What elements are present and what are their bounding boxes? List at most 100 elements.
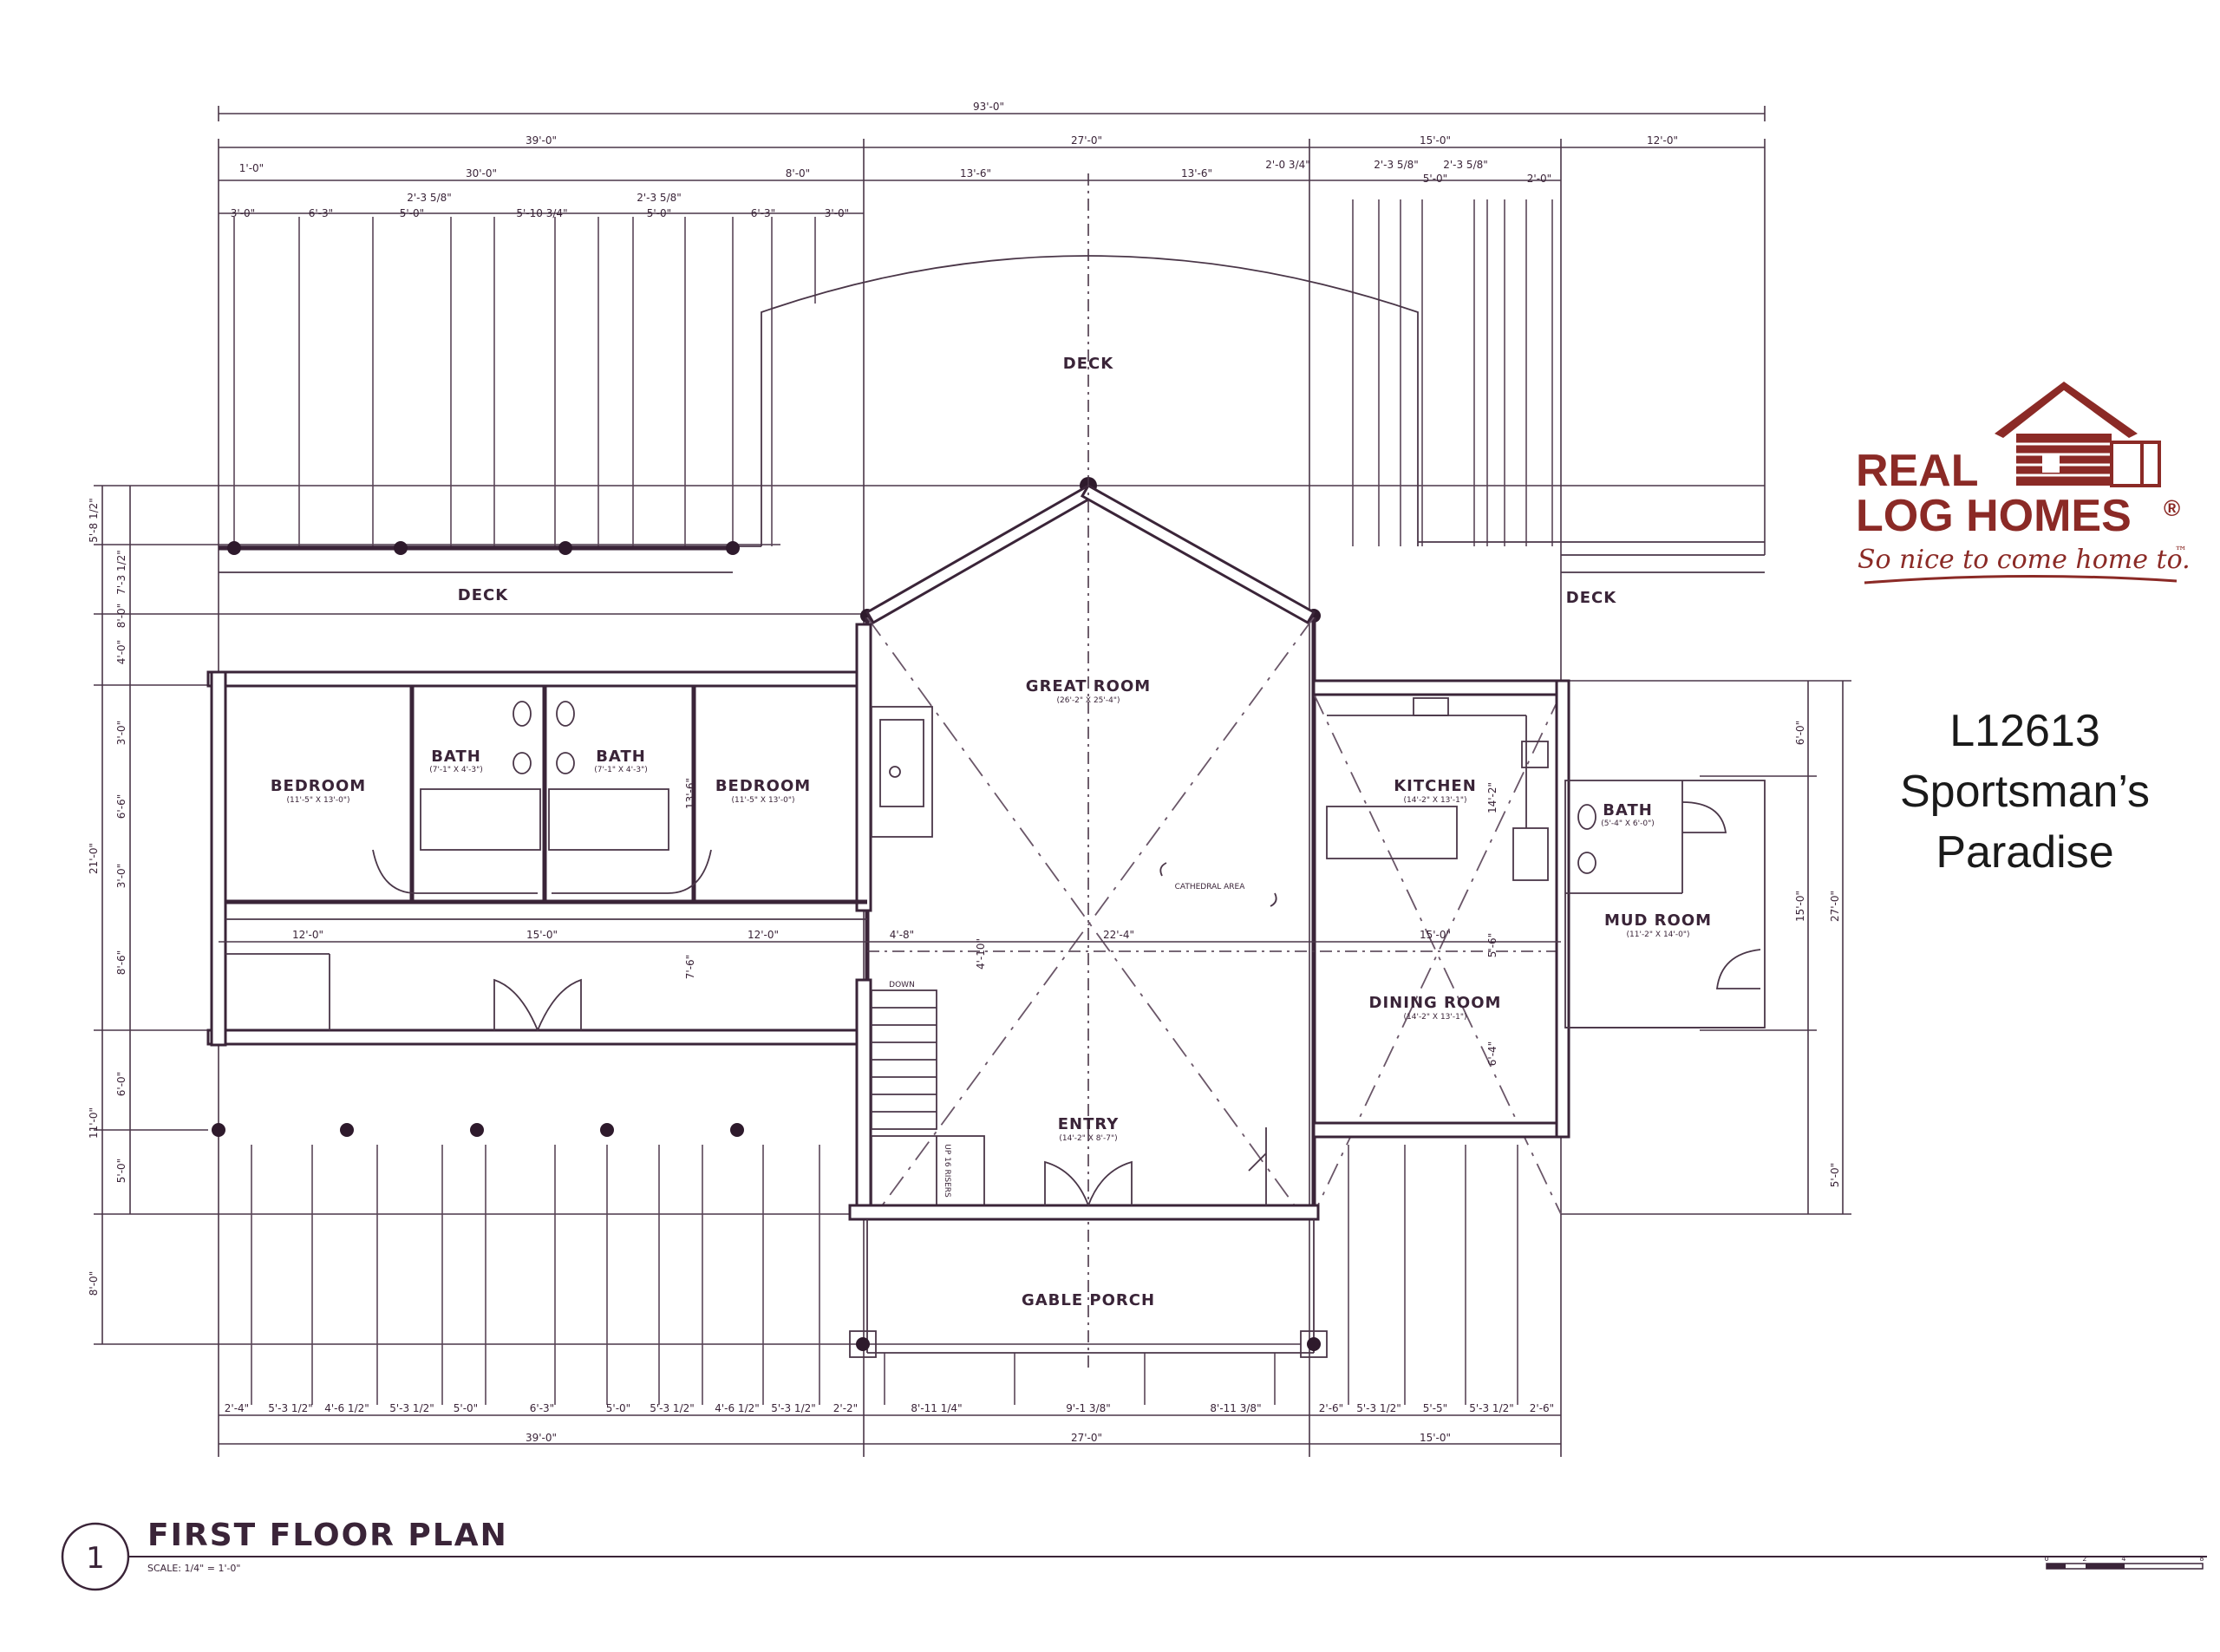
dim-left-12: 8'-0": [88, 1271, 100, 1296]
label-bath-left: BATH: [431, 748, 481, 766]
brand-line1: REAL: [1856, 446, 1979, 496]
dim-top-r3-6: 2'-3 5/8": [1374, 159, 1419, 171]
dim-int-6: 4'-10": [975, 938, 987, 970]
gable-porch-walls: [848, 1127, 1328, 1358]
dim-int-8: 13'-6": [684, 778, 696, 809]
bottom-dimensions: 2'-4" 5'-3 1/2" 4'-6 1/2" 5'-3 1/2" 5'-0…: [219, 1402, 1561, 1445]
dim-top-r3-1: 30'-0": [466, 167, 497, 180]
dim-bot-7: 5'-3 1/2": [650, 1402, 695, 1414]
gable-walls: [865, 483, 1316, 1214]
label-dining-room: DINING ROOM: [1369, 994, 1502, 1012]
dim-int-2: 12'-0": [748, 929, 779, 941]
dim-int-5: 15'-0": [1420, 929, 1451, 941]
label-bath-right-size: (7'-1" X 4'-3"): [594, 766, 648, 774]
label-deck-right: DECK: [1566, 589, 1616, 607]
label-bath-left-size: (7'-1" X 4'-3"): [429, 766, 483, 774]
dim-bot-8: 4'-6 1/2": [715, 1402, 760, 1414]
brand-line2: LOG HOMES: [1856, 491, 2132, 541]
scale-bar-4: 4': [2121, 1555, 2127, 1563]
interior-dimensions: 12'-0" 15'-0" 12'-0" 4'-8" 22'-4" 15'-0"…: [219, 778, 1561, 1066]
dim-top-r4-5: 2'-3 5/8": [637, 192, 682, 204]
label-bedroom-right-size: (11'-5" X 13'-0"): [732, 796, 795, 805]
dim-left-11: 5'-0": [115, 1159, 127, 1183]
dim-bot-16: 5'-5": [1423, 1402, 1447, 1414]
label-stair-risers: UP 16 RISERS: [943, 1144, 951, 1198]
dim-int-0: 12'-0": [292, 929, 323, 941]
label-bath-mud: BATH: [1603, 801, 1653, 819]
label-great-room-size: (26'-2" X 25'-4"): [1057, 696, 1120, 705]
dim-int-4: 22'-4": [1103, 929, 1134, 941]
dim-left-8: 8'-6": [115, 950, 127, 975]
dim-top-r4-8: 3'-0": [825, 207, 849, 219]
cathedral-lines: [866, 173, 1562, 1370]
dim-left-5: 6'-6": [115, 794, 127, 819]
label-mud-room: MUD ROOM: [1604, 911, 1712, 930]
label-great-room: GREAT ROOM: [1026, 677, 1151, 695]
right-dimensions: 6'-0" 15'-0" 27'-0" 5'-0": [1561, 680, 1851, 1215]
dim-left-2: 8'-0": [115, 604, 127, 628]
plan-number: L12613: [1949, 706, 2100, 756]
dim-top-r4-6: 5'-0": [647, 207, 671, 219]
scale-bar-2: 2': [2082, 1555, 2088, 1563]
dim-top-r3-4: 13'-6": [1181, 167, 1212, 180]
plan-name-line2: Paradise: [1936, 827, 2113, 878]
label-kitchen: KITCHEN: [1394, 777, 1477, 795]
label-bedroom-right: BEDROOM: [715, 777, 811, 795]
plan-info: L12613 Sportsman’s Paradise: [1900, 706, 2150, 878]
dim-bot-row2-0: 39'-0": [526, 1432, 557, 1444]
scale-note: SCALE: 1/4" = 1'-0": [147, 1563, 241, 1574]
label-gable-porch: GABLE PORCH: [1022, 1291, 1155, 1309]
left-wing-walls: [206, 623, 985, 1216]
label-kitchen-size: (14'-2" X 13'-1"): [1404, 796, 1467, 805]
label-bedroom-left: BEDROOM: [271, 777, 366, 795]
dim-right-1: 15'-0": [1794, 891, 1806, 922]
right-wing-walls: [1312, 679, 1766, 1139]
dim-bot-15: 5'-3 1/2": [1356, 1402, 1401, 1414]
dim-bot-4: 5'-0": [454, 1402, 478, 1414]
dim-int-10: 5'-6": [1486, 933, 1498, 957]
left-dimensions: 5'-8 1/2" 7'-3 1/2" 8'-0" 4'-0" 3'-0" 6'…: [88, 485, 1765, 1345]
dim-bot-18: 2'-6": [1530, 1402, 1554, 1414]
label-deck-left: DECK: [458, 586, 508, 604]
scale-bar-0: 0: [2044, 1555, 2048, 1563]
dim-bot-6: 5'-0": [606, 1402, 630, 1414]
dim-right-3: 5'-0": [1829, 1163, 1841, 1187]
dim-right-0: 6'-0": [1794, 721, 1806, 745]
scale-bar: 0 2' 4' 8': [2044, 1555, 2206, 1570]
top-dimensions: 93'-0" 39'-0" 27'-0" 15'-0" 12'-0" 1'-0"…: [218, 101, 1766, 1457]
dim-bot-row2-1: 27'-0": [1071, 1432, 1102, 1444]
dim-top-r3-8: 5'-0": [1423, 173, 1447, 185]
dim-bot-row2-2: 15'-0": [1420, 1432, 1451, 1444]
dim-left-9: 6'-0": [115, 1072, 127, 1096]
dim-bot-10: 2'-2": [833, 1402, 858, 1414]
dim-top-b: 27'-0": [1071, 134, 1102, 147]
dim-left-0: 5'-8 1/2": [88, 498, 100, 543]
dim-top-r4-2: 2'-3 5/8": [407, 192, 452, 204]
dim-left-10: 11'-0": [88, 1107, 100, 1139]
label-mud-room-size: (11'-2" X 14'-0"): [1627, 930, 1690, 939]
deck-planks: [233, 199, 1553, 1405]
detail-number: 1: [86, 1541, 105, 1576]
dim-top-r3-5: 2'-0 3/4": [1265, 159, 1310, 171]
scale-bar-8: 8': [2199, 1555, 2205, 1563]
brand-tagline: So nice to come home to.: [1858, 545, 2191, 575]
floor-plan-title: FIRST FLOOR PLAN: [147, 1518, 508, 1553]
dim-top-d: 12'-0": [1647, 134, 1678, 147]
dim-top-a: 39'-0": [526, 134, 557, 147]
label-deck-top: DECK: [1063, 355, 1113, 373]
dim-left-6: 3'-0": [115, 864, 127, 888]
label-bedroom-left-size: (11'-5" X 13'-0"): [287, 796, 350, 805]
dim-top-r3-2: 8'-0": [786, 167, 810, 180]
plan-name-line1: Sportsman’s: [1900, 767, 2150, 817]
dim-bot-13: 8'-11 3/8": [1210, 1402, 1261, 1414]
dim-left-3: 4'-0": [115, 640, 127, 664]
room-labels: DECK DECK DECK GREAT ROOM (26'-2" X 25'-…: [271, 355, 1712, 1309]
dim-left-7: 21'-0": [88, 843, 100, 874]
dim-overall-top: 93'-0": [973, 101, 1004, 113]
label-dining-room-size: (14'-2" X 13'-1"): [1404, 1013, 1467, 1022]
dim-bot-0: 2'-4": [225, 1402, 249, 1414]
dim-bot-14: 2'-6": [1319, 1402, 1343, 1414]
dim-bot-12: 9'-1 3/8": [1066, 1402, 1111, 1414]
label-cathedral: CATHEDRAL AREA: [1175, 883, 1246, 891]
